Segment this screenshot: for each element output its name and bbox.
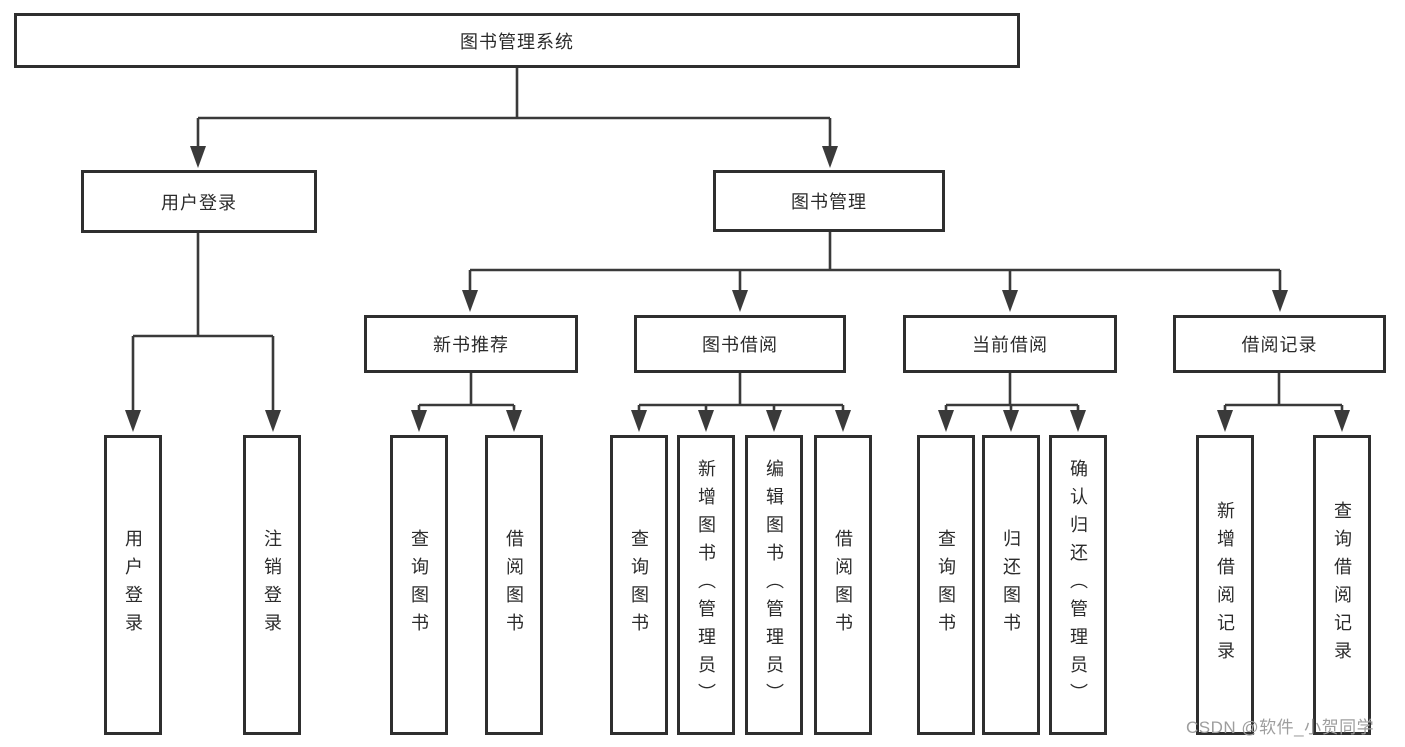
leaf-return-books-label: 归还图书	[1001, 529, 1021, 641]
node-borrow-records: 借阅记录	[1173, 315, 1386, 373]
node-book-management-label: 图书管理	[791, 192, 867, 212]
node-new-book-recommend-label: 新书推荐	[433, 335, 509, 355]
leaf-query-books-current-label: 查询图书	[936, 529, 956, 641]
node-borrow-records-label: 借阅记录	[1241, 335, 1318, 355]
leaf-logout: 注销登录	[243, 435, 301, 735]
leaf-borrow-books-recommend-label: 借阅图书	[504, 529, 524, 641]
leaf-confirm-return-admin-label: 确认归还（管理员）	[1068, 459, 1088, 711]
connector-user-login-to-leaves	[125, 233, 281, 432]
node-user-login: 用户登录	[81, 170, 317, 233]
leaf-query-borrow-record: 查询借阅记录	[1313, 435, 1371, 735]
leaf-add-borrow-record: 新增借阅记录	[1196, 435, 1254, 735]
csdn-watermark: CSDN @软件_小贺同学	[1186, 718, 1375, 737]
connector-borrow-records-to-leaves	[1217, 373, 1350, 432]
leaf-confirm-return-admin: 确认归还（管理员）	[1049, 435, 1107, 735]
connector-current-borrow-to-leaves	[938, 373, 1086, 432]
leaf-add-borrow-record-label: 新增借阅记录	[1215, 501, 1235, 669]
leaf-edit-books-admin: 编辑图书（管理员）	[745, 435, 803, 735]
leaf-user-login: 用户登录	[104, 435, 162, 735]
node-user-login-label: 用户登录	[161, 192, 237, 213]
leaf-add-books-admin: 新增图书（管理员）	[677, 435, 735, 735]
leaf-query-books-borrow: 查询图书	[610, 435, 668, 735]
leaf-return-books: 归还图书	[982, 435, 1040, 735]
node-book-borrow: 图书借阅	[634, 315, 846, 373]
leaf-query-books-borrow-label: 查询图书	[629, 529, 649, 641]
connector-book-borrow-to-leaves	[631, 373, 851, 432]
node-book-borrow-label: 图书借阅	[702, 335, 778, 355]
node-root-label: 图书管理系统	[460, 31, 574, 52]
leaf-query-books-current: 查询图书	[917, 435, 975, 735]
node-new-book-recommend: 新书推荐	[364, 315, 578, 373]
node-current-borrow: 当前借阅	[903, 315, 1117, 373]
leaf-user-login-label: 用户登录	[123, 529, 143, 641]
leaf-borrow-books-recommend: 借阅图书	[485, 435, 543, 735]
leaf-query-borrow-record-label: 查询借阅记录	[1332, 501, 1352, 669]
leaf-add-books-admin-label: 新增图书（管理员）	[696, 459, 716, 711]
node-book-management: 图书管理	[713, 170, 945, 232]
leaf-logout-label: 注销登录	[262, 529, 282, 641]
leaf-edit-books-admin-label: 编辑图书（管理员）	[764, 459, 784, 711]
node-current-borrow-label: 当前借阅	[972, 335, 1048, 355]
leaf-query-books-recommend: 查询图书	[390, 435, 448, 735]
connector-new-book-to-leaves	[411, 373, 522, 432]
connector-book-management-to-level3	[462, 232, 1288, 312]
connector-root-to-level2	[190, 68, 838, 168]
leaf-query-books-recommend-label: 查询图书	[409, 529, 429, 641]
leaf-borrow-books: 借阅图书	[814, 435, 872, 735]
leaf-borrow-books-label: 借阅图书	[833, 529, 853, 641]
node-root: 图书管理系统	[14, 13, 1020, 68]
